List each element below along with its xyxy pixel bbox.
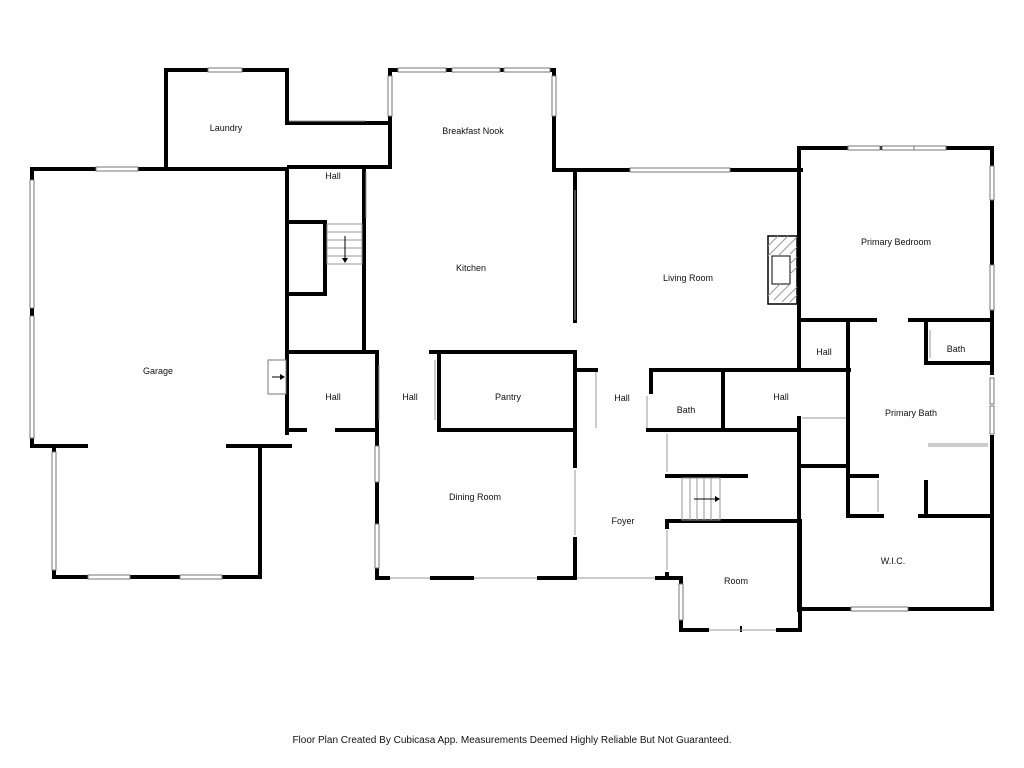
room-dining-room: Dining Room — [449, 492, 501, 502]
disclaimer-text: Floor Plan Created By Cubicasa App. Meas… — [292, 735, 732, 746]
room-bath-primary: Bath — [947, 344, 966, 354]
stairs-upper — [326, 223, 363, 265]
room-garage: Garage — [143, 366, 173, 376]
garage-entry-step — [272, 374, 285, 380]
room-bath-center: Bath — [677, 405, 696, 415]
room-hall-mid: Hall — [402, 392, 418, 402]
room-laundry: Laundry — [210, 123, 243, 133]
stairs-foyer — [681, 477, 721, 521]
room-foyer: Foyer — [611, 516, 634, 526]
room-room: Room — [724, 576, 748, 586]
openings — [289, 120, 988, 631]
room-hall-right: Hall — [773, 392, 789, 402]
fireplace — [767, 235, 798, 305]
room-breakfast-nook: Breakfast Nook — [442, 126, 504, 136]
room-hall-left: Hall — [325, 392, 341, 402]
room-primary-bedroom: Primary Bedroom — [861, 237, 931, 247]
walls — [30, 68, 994, 632]
room-living-room: Living Room — [663, 273, 713, 283]
room-hall-center: Hall — [614, 393, 630, 403]
room-wic: W.I.C. — [881, 556, 906, 566]
room-primary-bath: Primary Bath — [885, 408, 937, 418]
room-hall-top: Hall — [325, 171, 341, 181]
room-hall-bedroom: Hall — [816, 347, 832, 357]
room-kitchen: Kitchen — [456, 263, 486, 273]
room-pantry: Pantry — [495, 392, 522, 402]
room-labels: Laundry Hall Breakfast Nook Kitchen Livi… — [143, 123, 965, 586]
windows — [29, 67, 995, 621]
